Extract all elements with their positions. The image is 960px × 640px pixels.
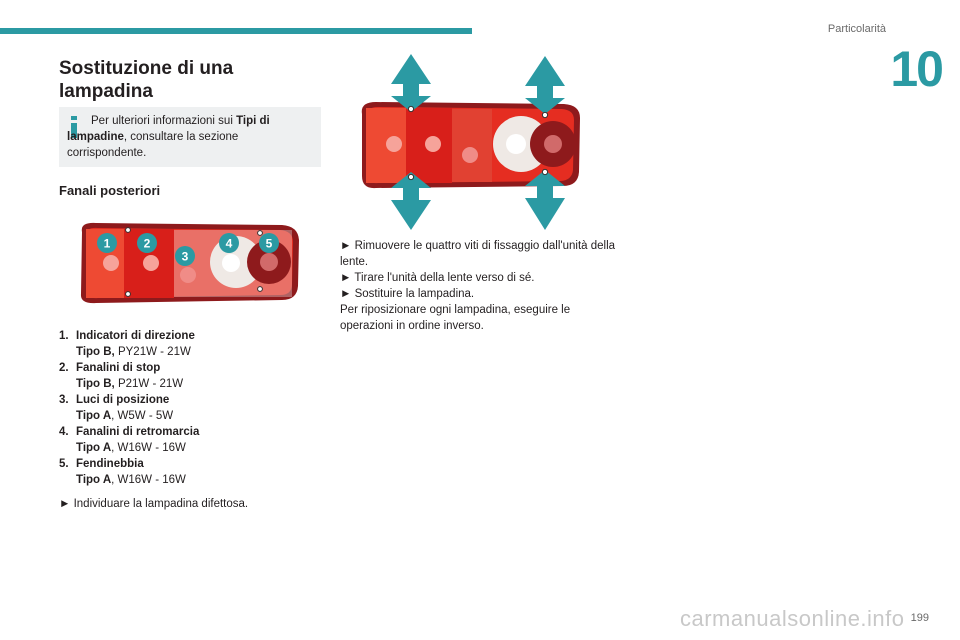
arrow-bottom-left [391,172,431,230]
bulb-item-spec: PY21W - 21W [114,346,191,358]
bulb-item-name: Indicatori di direzione [76,330,195,342]
bulb-item-number: 1. [59,330,69,342]
bulb-item-spec: P21W - 21W [114,378,184,390]
bulb-item-type: Tipo A, W16W - 16W [76,472,199,488]
bulb-item-type: Tipo A, W5W - 5W [76,408,199,424]
screw [257,230,263,236]
bulb-item-type-label: Tipo B, [76,346,115,358]
watermark: carmanualsonline.info [680,606,905,631]
screw [541,111,549,119]
bulb-item-type: Tipo A, W16W - 16W [76,440,199,456]
steps-lens-removal: ► Rimuovere le quattro viti di fissaggio… [340,238,620,334]
bulb-indicator [386,136,402,152]
bulb-position [180,267,196,283]
section-subtitle: Fanali posteriori [59,183,161,198]
callout-4-label: 4 [226,237,233,251]
bulb-item-type-label: Tipo A [76,442,112,454]
bulb-item-name: Fanalini di stop [76,362,161,374]
bulb-item-type-label: Tipo A [76,410,112,422]
screw [257,286,263,292]
info-text-pre: Per ulteriori informazioni sui [91,115,237,127]
bulb-item-number: 3. [59,394,69,406]
callout-1: 1 [97,233,117,253]
info-icon [71,116,77,138]
bulb-item-number: 5. [59,458,69,470]
bulb-item-type-label: Tipo B, [76,378,115,390]
bulb-item-type: Tipo B, PY21W - 21W [76,344,199,360]
bulb-reverse [506,134,526,154]
chapter-number: 10 [890,41,944,97]
bulb-position [462,147,478,163]
callout-4: 4 [219,233,239,253]
screw [541,168,549,176]
bulb-indicator [103,255,119,271]
arrow-bottom-right [525,170,565,230]
step-pull-lens: ► Tirare l'unità della lente verso di sé… [340,272,535,284]
section-label: Particolarità [827,23,886,35]
lens-removal-diagram [361,54,580,230]
callout-3-label: 3 [182,250,189,264]
callout-1-label: 1 [104,237,111,251]
arrow-top-right [525,56,565,114]
bulb-fog [544,135,562,153]
callout-2-label: 2 [144,237,151,251]
info-text-bold: Tipi di lampadine [67,115,270,143]
bulb-item-type-label: Tipo A [76,474,112,486]
step-reassemble-note: Per riposizionare ogni lampadina, esegui… [340,304,571,332]
step-identify-bulb: ► Individuare la lampadina difettosa. [59,498,249,510]
screw [125,227,131,233]
callout-2: 2 [137,233,157,253]
bulb-fog [260,253,278,271]
page-title: Sostituzione di una lampadina [59,58,234,102]
arrow-top-left [391,54,431,112]
lamp-section-position [452,109,492,182]
bulb-item-name: Fendinebbia [76,458,144,470]
screw [407,105,415,113]
screw [125,291,131,297]
screw [407,173,415,181]
bulb-item-number: 4. [59,426,69,438]
info-text-post: , consultare la sezione corrispondente. [67,131,239,159]
bulb-item-spec: , W16W - 16W [111,474,186,486]
callout-3: 3 [175,246,195,266]
bulb-item-name: Fanalini di retromarcia [76,426,200,438]
bulb-item-type: Tipo B, P21W - 21W [76,376,199,392]
bulb-item-spec: , W16W - 16W [111,442,186,454]
step-remove-screws: ► Rimuovere le quattro viti di fissaggio… [340,240,616,268]
rear-lamp-diagram: 1 2 3 4 5 [80,222,299,304]
bulb-item-name: Luci di posizione [76,394,170,406]
bulb-reverse [222,254,240,272]
bulb-item-spec: , W5W - 5W [111,410,174,422]
page-number: 199 [910,612,929,624]
info-box: Per ulteriori informazioni sui Tipi di l… [59,107,321,167]
info-text: Per ulteriori informazioni sui Tipi di l… [67,113,315,161]
callout-5: 5 [259,233,279,253]
bulb-item-number: 2. [59,362,69,374]
bulb-stop [425,136,441,152]
callout-5-label: 5 [266,237,273,251]
step-replace-bulb: ► Sostituire la lampadina. [340,288,475,300]
bulb-stop [143,255,159,271]
header-accent-bar [0,28,472,34]
